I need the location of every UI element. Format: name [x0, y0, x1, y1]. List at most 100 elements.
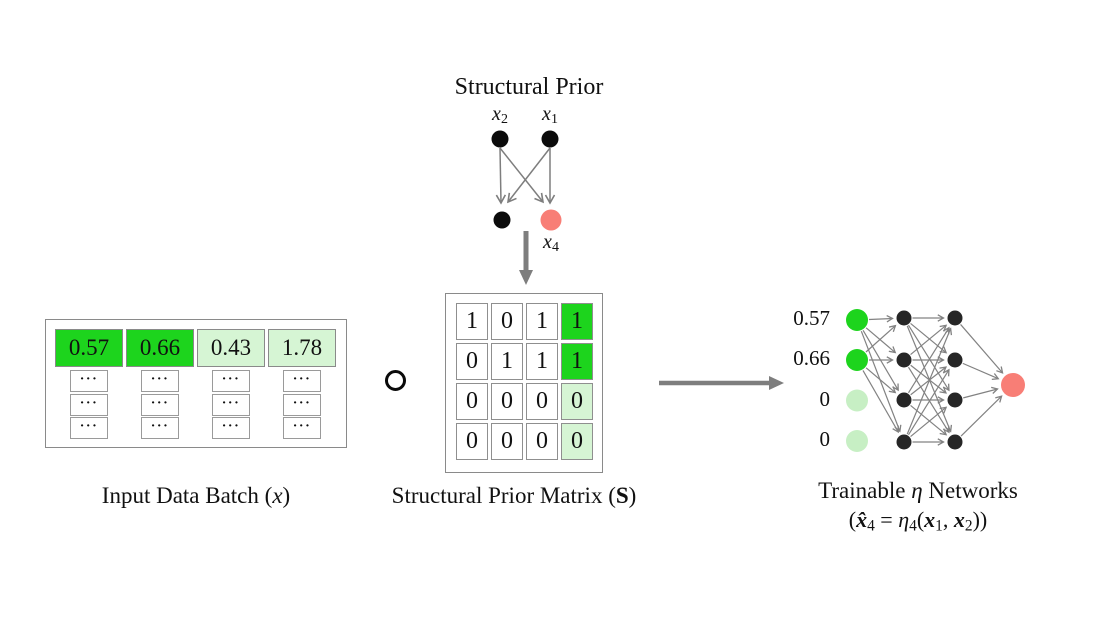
text-part: x [542, 103, 551, 125]
dots-cell-wrap: ··· [197, 417, 265, 439]
matrix-cell: 0 [526, 383, 558, 420]
dots-cell-wrap: ··· [197, 370, 265, 392]
batch-dots-grid: ···································· [55, 370, 336, 439]
net-edge [862, 370, 899, 434]
net-hidden1-node [896, 434, 912, 450]
matrix-cell: 0 [456, 343, 488, 380]
batch-cell: 1.78 [268, 329, 336, 367]
dots-cell: ··· [283, 370, 321, 392]
text-part: Input Data Batch ( [101, 483, 273, 508]
net-edge [865, 367, 897, 394]
net-hidden2-node [947, 434, 963, 450]
net-edge [868, 314, 894, 323]
network-nodes [846, 309, 1025, 452]
text-part: 2 [964, 517, 973, 535]
net-edge [907, 366, 950, 434]
net-edge [907, 326, 950, 394]
text-part: Trainable [818, 478, 912, 503]
dots-cell: ··· [212, 393, 250, 416]
text-part: x [953, 507, 965, 532]
x1-label: x1 [528, 103, 572, 128]
net-edge [910, 324, 948, 356]
net-edge [963, 386, 999, 399]
dots-cell-wrap: ··· [197, 393, 265, 416]
matrix-cell: 1 [561, 343, 593, 380]
text-part: x [272, 483, 283, 508]
net-edge [910, 322, 948, 354]
matrix-cell: 0 [491, 423, 523, 460]
net-hidden1-node [896, 352, 912, 368]
net-input-node [846, 389, 868, 412]
net-edge [865, 324, 897, 353]
net-hidden2-node [947, 310, 963, 326]
text-part: x [543, 231, 552, 253]
net-edge [960, 324, 1004, 374]
dots-cell-wrap: ··· [268, 393, 336, 416]
dots-cell: ··· [141, 370, 179, 392]
text-part: S [615, 483, 629, 508]
dots-cell-wrap: ··· [55, 417, 123, 439]
text-part: , [942, 507, 954, 532]
net-edge [907, 368, 950, 436]
dots-cell: ··· [70, 417, 108, 439]
text-part: = [874, 507, 899, 532]
network-formula: (x̂4 = η4(x1, x2)) [762, 507, 1074, 535]
text-part: x̂ [856, 507, 868, 532]
dots-cell: ··· [283, 417, 321, 439]
x2-label: x2 [478, 103, 522, 128]
dots-cell-wrap: ··· [126, 370, 194, 392]
net-output-node [1001, 373, 1025, 397]
matrix-cell: 0 [526, 423, 558, 460]
matrix-cell: 1 [456, 303, 488, 340]
net-input-value: 0 [819, 427, 831, 451]
net-input-value: 0.57 [793, 306, 830, 330]
structural-prior-edges [495, 147, 556, 205]
x4-label: x4 [529, 231, 573, 256]
dots-cell-wrap: ··· [126, 417, 194, 439]
text-part: 1 [935, 517, 943, 535]
dots-cell: ··· [212, 370, 250, 392]
net-edge [906, 325, 953, 433]
matrix-cell: 0 [561, 423, 593, 460]
matrix-cell: 1 [491, 343, 523, 380]
text-part: 4 [909, 517, 917, 535]
net-hidden1-node [896, 310, 912, 326]
net-edge [906, 327, 953, 435]
text-part: x [924, 507, 936, 532]
text-part: η [911, 478, 923, 503]
text-part: η [898, 507, 910, 532]
net-edge [860, 330, 902, 433]
text-part: )) [972, 507, 988, 532]
net-input-node [846, 349, 868, 371]
text-part: x [492, 103, 501, 125]
text-part: ) [282, 483, 291, 508]
text-part: 2 [500, 112, 508, 128]
dots-cell: ··· [141, 393, 179, 416]
text-part: ( [848, 507, 857, 532]
net-hidden1-node [896, 392, 912, 408]
dots-cell-wrap: ··· [55, 370, 123, 392]
net-edge [962, 362, 1000, 380]
net-edge [960, 395, 1003, 437]
x4-node [540, 209, 562, 231]
structural-prior-nodes [491, 130, 562, 231]
dots-cell-wrap: ··· [126, 393, 194, 416]
text-part: ) [628, 483, 637, 508]
net-input-node [846, 309, 868, 331]
x2-node [491, 130, 509, 148]
matrix-cell: 0 [456, 423, 488, 460]
net-edge [865, 327, 897, 354]
net-edge [907, 324, 950, 392]
dots-cell: ··· [70, 393, 108, 416]
matrix-cell: 0 [491, 303, 523, 340]
matrix-cell: 1 [526, 303, 558, 340]
net-edge [910, 404, 948, 436]
network-caption: Trainable η Networks [762, 478, 1074, 504]
batch-cell: 0.43 [197, 329, 265, 367]
matrix-cell: 1 [526, 343, 558, 380]
child-node [493, 211, 511, 229]
